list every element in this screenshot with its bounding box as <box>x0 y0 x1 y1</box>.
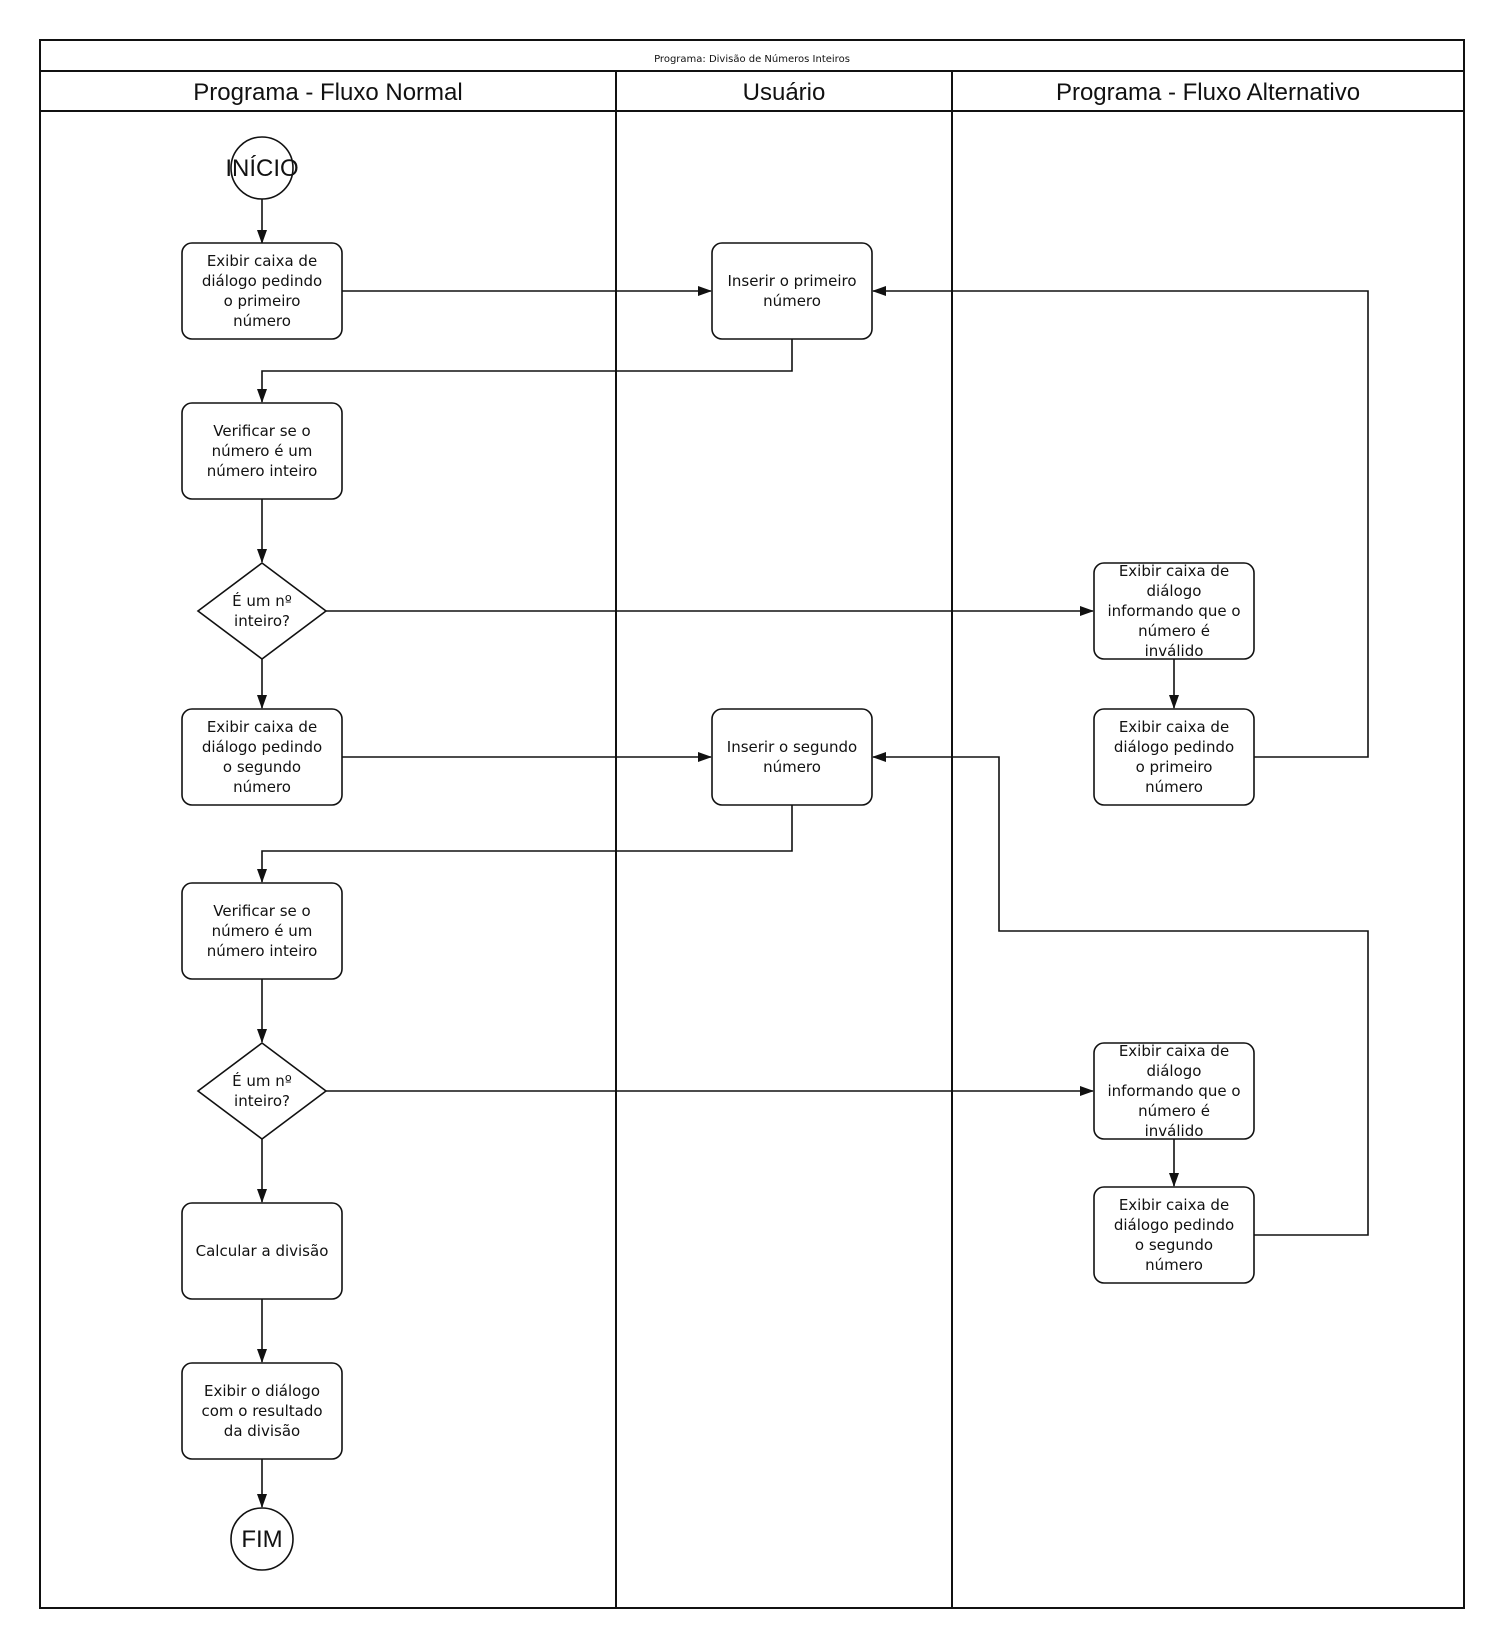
fim-terminal-shape <box>230 1507 294 1571</box>
edge-u2-to-n4 <box>257 805 793 883</box>
u2-process-shape <box>711 708 873 806</box>
outer-border <box>39 39 1465 1609</box>
lane-title-usuario: Usuário <box>743 79 826 106</box>
node-d1[interactable]: É um nº inteiro? <box>196 562 328 660</box>
node-d2[interactable]: É um nº inteiro? <box>196 1042 328 1140</box>
fim-label-line: FIM <box>241 1526 282 1553</box>
a2-process-shape <box>1093 708 1255 806</box>
node-u2[interactable]: Inserir o segundo número <box>711 708 873 806</box>
u1-process-shape <box>711 242 873 340</box>
n4-label-line: número é um <box>212 922 313 940</box>
n6-label-line: com o resultado <box>201 1402 322 1420</box>
n6-label-line: da divisão <box>224 1422 300 1440</box>
inicio-label-line: INÍCIO <box>225 155 298 182</box>
node-n3[interactable]: Exibir caixa de diálogo pedindo o segundo n… <box>181 708 343 806</box>
n1-label-line: Exibir caixa de <box>207 252 317 270</box>
diagram-title: Programa: Divisão de Números Inteiros <box>654 53 850 65</box>
node-u1[interactable]: Inserir o primeiro número <box>711 242 873 340</box>
a4-label-line: número <box>1145 1256 1203 1274</box>
node-fim[interactable]: FIM <box>230 1507 294 1571</box>
node-n1[interactable]: Exibir caixa de diálogo pedindo o primeiro… <box>181 242 343 340</box>
a2-label-line: diálogo pedindo <box>1114 738 1234 756</box>
edge-a2-to-u1 <box>872 286 1369 758</box>
n4-label-line: número inteiro <box>207 942 318 960</box>
node-n6[interactable]: Exibir o diálogo com o resultado da divisã… <box>181 1362 343 1460</box>
n1-label-line: o primeiro <box>224 292 301 310</box>
n4-label-line: Verificar se o <box>213 902 310 920</box>
a3-label-line: número é <box>1138 1102 1210 1120</box>
nodes-layer: INÍCIO Exibir caixa de diálogo pedindo o pr… <box>181 136 1255 1571</box>
a1-label-line: informando que o <box>1107 602 1240 620</box>
n6-label-line: Exibir o diálogo <box>204 1382 320 1400</box>
u2-label-line: número <box>763 758 821 776</box>
edge-a4-to-u2 <box>872 752 1369 1236</box>
n5-label-line: Calcular a divisão <box>196 1242 329 1260</box>
edges-layer <box>257 199 1369 1508</box>
d2-label-line: inteiro? <box>234 1092 290 1110</box>
u1-label-line: número <box>763 292 821 310</box>
a1-process-shape <box>1093 562 1255 660</box>
a1-label-line: número é <box>1138 622 1210 640</box>
a4-label-line: diálogo pedindo <box>1114 1216 1234 1234</box>
d2-decision-shape <box>196 1042 328 1140</box>
node-inicio[interactable]: INÍCIO <box>225 136 299 200</box>
n3-label-line: o segundo <box>223 758 301 776</box>
d2-label-line: É um nº <box>232 1071 292 1090</box>
n3-label-line: Exibir caixa de <box>207 718 317 736</box>
a3-label-line: diálogo <box>1147 1062 1202 1080</box>
inicio-terminal-shape <box>230 136 294 200</box>
a3-label-line: informando que o <box>1107 1082 1240 1100</box>
n4-process-shape <box>181 882 343 980</box>
a2-label-line: número <box>1145 778 1203 796</box>
a3-label-line: inválido <box>1145 1122 1204 1140</box>
n3-process-shape <box>181 708 343 806</box>
u1-label-line: Inserir o primeiro <box>727 272 856 290</box>
node-n4[interactable]: Verificar se o número é um número inteiro <box>181 882 343 980</box>
n1-process-shape <box>181 242 343 340</box>
u2-label-line: Inserir o segundo <box>727 738 857 756</box>
n2-label-line: Verificar se o <box>213 422 310 440</box>
n2-process-shape <box>181 402 343 500</box>
d1-label-line: É um nº <box>232 591 292 610</box>
d1-label-line: inteiro? <box>234 612 290 630</box>
a2-label-line: o primeiro <box>1136 758 1213 776</box>
node-n2[interactable]: Verificar se o número é um número inteiro <box>181 402 343 500</box>
a1-label-line: diálogo <box>1147 582 1202 600</box>
edge-u1-to-n2 <box>257 339 793 403</box>
n1-label-line: diálogo pedindo <box>202 272 322 290</box>
a3-process-shape <box>1093 1042 1255 1140</box>
n5-process-shape <box>181 1202 343 1300</box>
node-n5[interactable]: Calcular a divisão <box>181 1202 343 1300</box>
a4-process-shape <box>1093 1186 1255 1284</box>
n6-process-shape <box>181 1362 343 1460</box>
d1-decision-shape <box>196 562 328 660</box>
n1-label-line: número <box>233 312 291 330</box>
diagram-frame <box>39 39 1465 1609</box>
n3-label-line: diálogo pedindo <box>202 738 322 756</box>
node-a2[interactable]: Exibir caixa de diálogo pedindo o primeiro… <box>1093 708 1255 806</box>
n2-label-line: número inteiro <box>207 462 318 480</box>
n3-label-line: número <box>233 778 291 796</box>
a3-label-line: Exibir caixa de <box>1119 1042 1229 1060</box>
node-a4[interactable]: Exibir caixa de diálogo pedindo o segundo n… <box>1093 1186 1255 1284</box>
a1-label-line: Exibir caixa de <box>1119 562 1229 580</box>
a1-label-line: inválido <box>1145 642 1204 660</box>
node-a3[interactable]: Exibir caixa de diálogo informando que o nú… <box>1093 1042 1255 1140</box>
a4-label-line: o segundo <box>1135 1236 1213 1254</box>
a4-label-line: Exibir caixa de <box>1119 1196 1229 1214</box>
lane-title-normal: Programa - Fluxo Normal <box>193 79 462 106</box>
a2-label-line: Exibir caixa de <box>1119 718 1229 736</box>
n2-label-line: número é um <box>212 442 313 460</box>
node-a1[interactable]: Exibir caixa de diálogo informando que o nú… <box>1093 562 1255 660</box>
lane-title-alt: Programa - Fluxo Alternativo <box>1056 79 1360 106</box>
